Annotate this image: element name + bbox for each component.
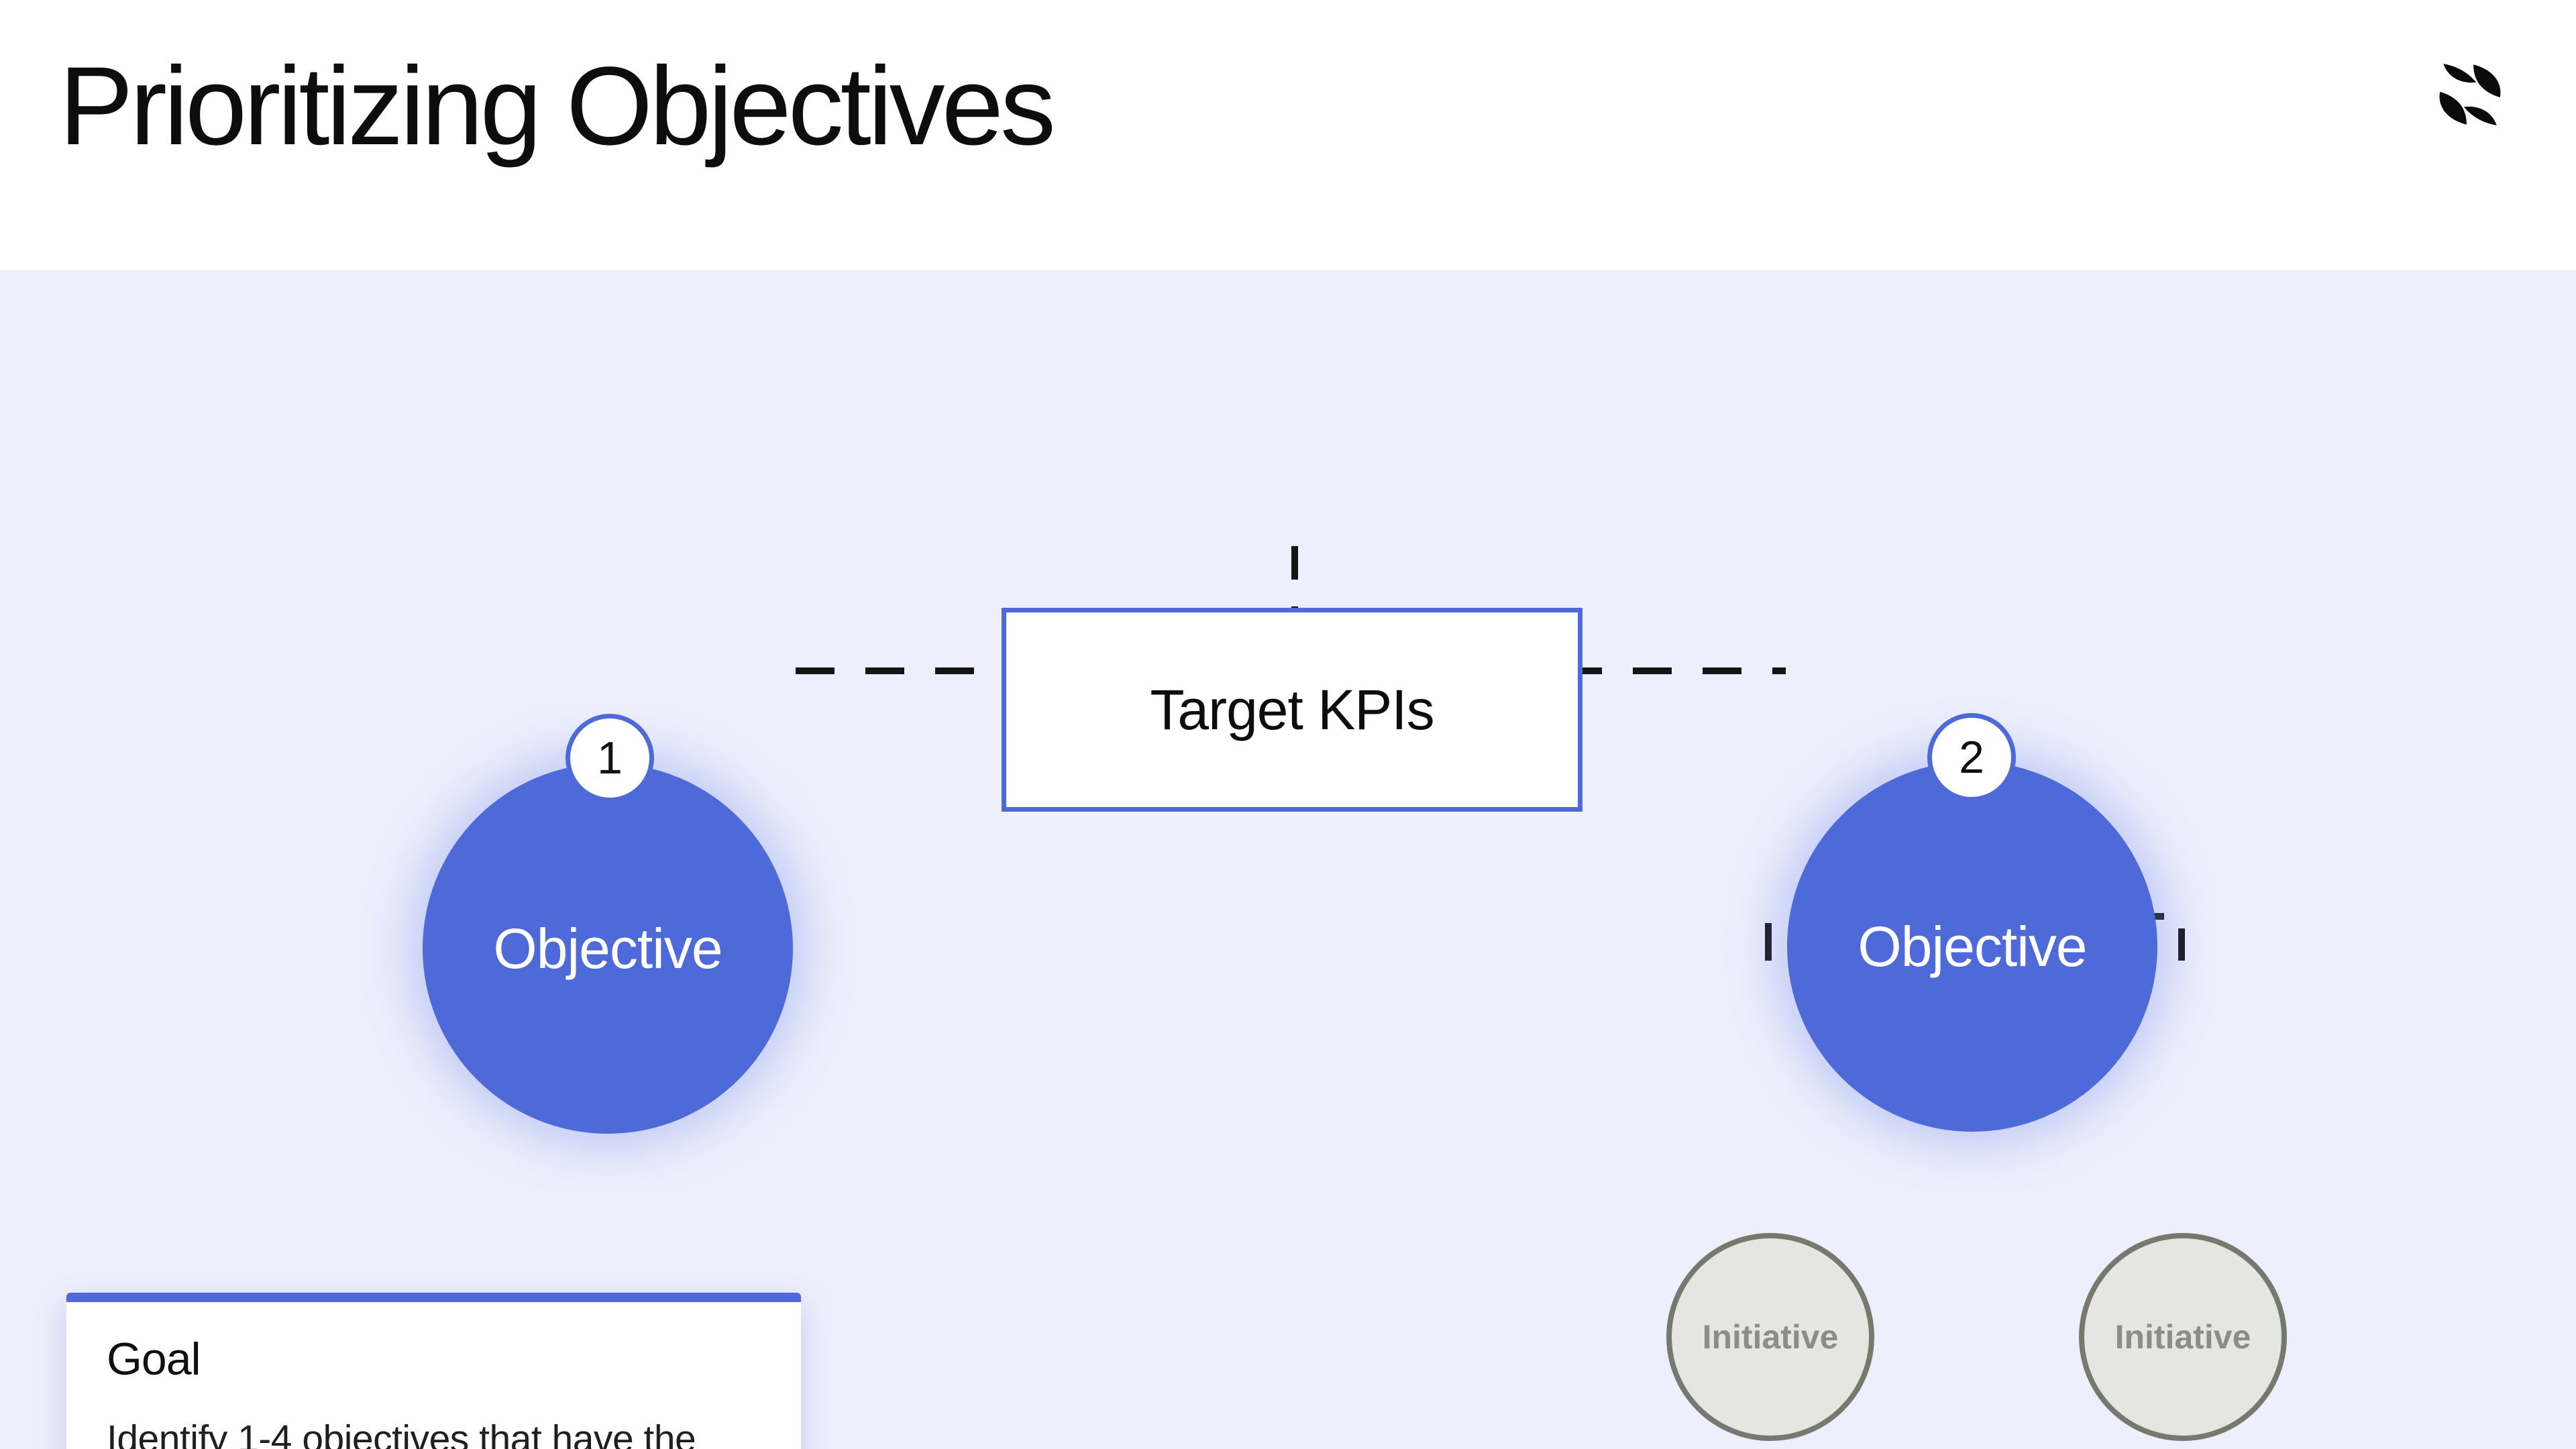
objective-node-2: Objective <box>1787 761 2157 1132</box>
initiative-2-label: Initiative <box>2114 1318 2251 1356</box>
objective-2-number: 2 <box>1959 732 1984 783</box>
objective-1-number: 1 <box>597 733 623 784</box>
header-bar: Prioritizing Objectives <box>0 0 2576 270</box>
diagram-canvas: Target KPIs Objective 1 Objective 2 Init… <box>0 270 2576 1449</box>
objective-node-1: Objective <box>423 763 793 1134</box>
page-title: Prioritizing Objectives <box>59 44 1056 168</box>
initiative-node-1: Initiative <box>1666 1233 1874 1441</box>
objective-2-number-badge: 2 <box>1927 713 2016 802</box>
goal-card-body: Identify 1-4 objectives that have the hi… <box>107 1417 696 1449</box>
initiative-1-label: Initiative <box>1702 1318 1839 1356</box>
target-kpis-label: Target KPIs <box>1150 678 1434 741</box>
initiative-node-2: Initiative <box>2079 1233 2287 1441</box>
goal-card: Goal Identify 1-4 objectives that have t… <box>66 1293 801 1449</box>
goal-card-title: Goal <box>107 1334 201 1385</box>
objective-2-label: Objective <box>1858 914 2087 978</box>
target-kpis-box: Target KPIs <box>1002 608 1582 812</box>
objective-1-number-badge: 1 <box>566 714 654 802</box>
objective-1-label: Objective <box>493 916 722 980</box>
company-logo-icon <box>2432 64 2508 125</box>
